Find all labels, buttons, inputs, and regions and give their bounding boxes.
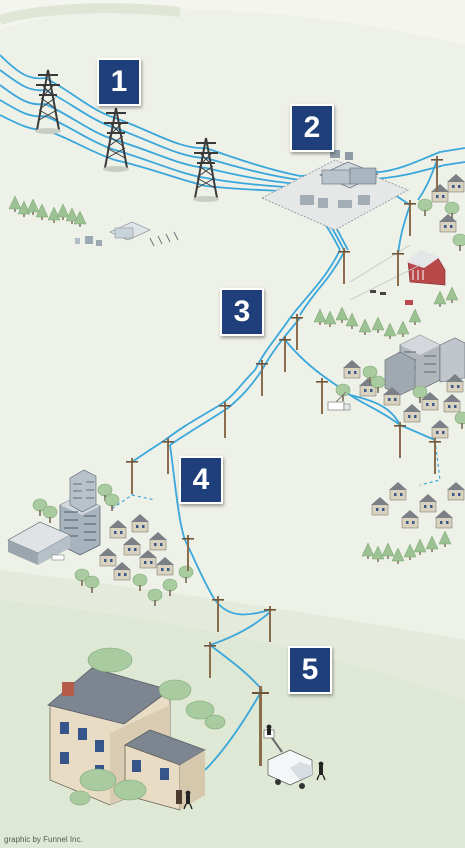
bucket-truck-icon [327, 391, 351, 411]
utility-pole-icon [252, 686, 269, 766]
worker-icon [183, 724, 326, 810]
dashed-lines [109, 439, 441, 511]
step-badge-2: 2 [290, 104, 334, 152]
barn-icon [349, 244, 446, 305]
house-icon [47, 667, 206, 811]
step-badge-1: 1 [97, 58, 141, 106]
tree-icon [69, 647, 226, 806]
warehouse-icon [7, 521, 71, 565]
bucket-truck-icon [263, 729, 313, 789]
step-badge-4: 4 [179, 456, 223, 504]
step-badge-3: 3 [220, 288, 264, 336]
substation-icon [75, 221, 179, 247]
credit-text: graphic by Funnel Inc. [4, 835, 83, 844]
substation-icon [260, 150, 410, 231]
office-building-icon [384, 334, 465, 396]
step-badge-5: 5 [288, 646, 332, 694]
